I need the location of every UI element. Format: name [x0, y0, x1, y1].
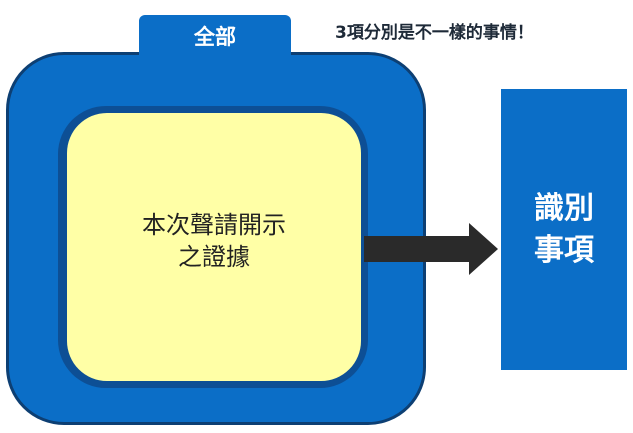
- all-tab-label: 全部: [139, 15, 291, 59]
- identification-text-line1: 識別: [534, 190, 594, 226]
- identification-text-line2: 事項: [534, 232, 594, 268]
- evidence-text: 本次聲請開示 之證據: [142, 209, 286, 273]
- identification-text: 識別 事項: [534, 188, 594, 272]
- note-text: 3項分別是不一樣的事情！: [335, 23, 534, 43]
- evidence-text-line2: 之證據: [178, 243, 250, 271]
- identification-items-box: 識別 事項: [501, 89, 627, 370]
- right-arrow-icon: [364, 223, 498, 275]
- evidence-text-line1: 本次聲請開示: [142, 211, 286, 239]
- tab-text: 全部: [194, 25, 236, 49]
- evidence-box: 本次聲請開示 之證據: [67, 113, 361, 381]
